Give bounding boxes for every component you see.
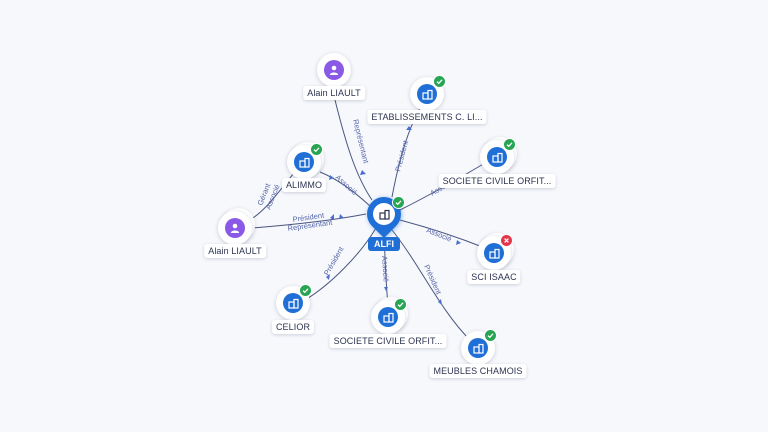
check-icon — [503, 138, 516, 151]
node-label[interactable]: Alain LIAULT — [204, 244, 266, 258]
center-node-label[interactable]: ALFI — [368, 237, 400, 251]
node-alfi-center[interactable] — [359, 189, 409, 239]
edge-center-sci — [399, 219, 486, 249]
node-label[interactable]: SOCIETE CIVILE ORFIT... — [438, 174, 556, 188]
building-icon — [294, 152, 314, 172]
node-meubles-chamois[interactable] — [461, 329, 497, 365]
arrowhead — [339, 214, 344, 219]
building-icon — [468, 338, 488, 358]
node-label[interactable]: ALIMMO — [281, 178, 327, 192]
edge-alain1-center — [334, 99, 373, 201]
edge-alimmo-center — [319, 171, 371, 207]
edge-center-meubles — [391, 229, 471, 341]
arrowhead — [438, 299, 442, 305]
node-alimmo[interactable] — [287, 142, 324, 179]
edge-alain2-center — [251, 213, 367, 229]
close-icon — [500, 234, 513, 247]
arrowhead — [360, 170, 366, 175]
arrowhead — [329, 175, 334, 180]
arrowhead — [406, 126, 412, 130]
edge-label-representant-1: Représentant — [351, 118, 371, 165]
arrowhead — [330, 214, 334, 220]
arrowhead — [326, 274, 330, 280]
edge-label-president-celior: Président — [322, 244, 346, 277]
check-icon — [299, 284, 312, 297]
node-societe-civile-1[interactable] — [480, 137, 517, 174]
edge-label-associe-alimmo: Associé — [334, 173, 360, 197]
node-alain-liault-left[interactable] — [218, 208, 255, 245]
building-icon — [487, 147, 507, 167]
node-alain-liault-top[interactable] — [317, 53, 351, 87]
node-label[interactable]: Alain LIAULT — [303, 86, 365, 100]
node-label[interactable]: SCI ISAAC — [467, 270, 521, 284]
building-icon — [484, 243, 504, 263]
building-icon — [417, 84, 437, 104]
node-etablissements[interactable] — [410, 75, 446, 111]
edge-label-associe-sco2: Associé — [380, 256, 391, 283]
node-label[interactable]: CELIOR — [271, 320, 315, 334]
person-icon — [225, 218, 245, 238]
edge-label-president-alain2: Président — [292, 211, 326, 224]
check-icon — [310, 143, 323, 156]
node-label[interactable]: MEUBLES CHAMOIS — [429, 364, 527, 378]
node-label[interactable]: ETABLISSEMENTS C. LI... — [367, 110, 487, 124]
person-icon — [324, 60, 344, 80]
edge-center-celior — [304, 227, 377, 301]
arrowhead — [384, 287, 388, 291]
node-label[interactable]: SOCIETE CIVILE ORFIT... — [329, 334, 447, 348]
check-icon — [484, 329, 497, 342]
edge-label-associe-sci: Associé — [425, 226, 453, 244]
node-societe-civile-2[interactable] — [371, 297, 408, 334]
node-sci-isaac[interactable] — [477, 233, 514, 270]
check-icon — [392, 196, 405, 209]
arrowhead — [456, 240, 461, 245]
check-icon — [394, 298, 407, 311]
building-icon — [283, 293, 303, 313]
building-icon — [378, 307, 398, 327]
edge-label-president-1: Président — [393, 139, 410, 173]
node-celior[interactable] — [276, 284, 312, 320]
building-icon — [373, 203, 395, 225]
check-icon — [433, 75, 446, 88]
